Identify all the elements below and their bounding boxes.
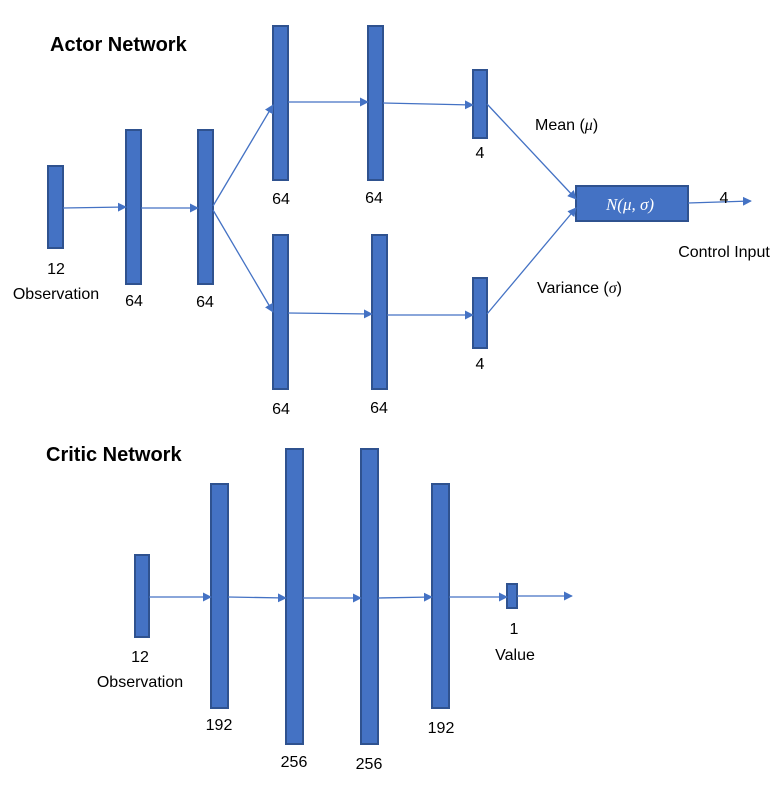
actor-network-title: Actor Network (50, 34, 188, 56)
actor-input-layer (47, 165, 64, 249)
variance-hidden-1-size: 64 (272, 401, 290, 418)
critic-hidden-2-size: 256 (281, 754, 308, 771)
mean-output-layer (472, 69, 488, 139)
critic-hidden-3-size: 256 (356, 756, 383, 773)
critic-input-layer (134, 554, 150, 638)
actor-output-label: Control Input (678, 244, 770, 261)
distribution-box (575, 185, 689, 222)
critic-network: Critic Network 12 Observation 192 256 25… (46, 444, 573, 773)
edge-mean-to-distribution (486, 103, 577, 200)
actor-hidden-layer-1 (125, 129, 142, 285)
edge-input-to-h1 (62, 202, 127, 212)
critic-network-title: Critic Network (46, 444, 182, 466)
variance-hidden-layer-1 (272, 234, 289, 390)
distribution-label: N(μ, σ) (605, 195, 654, 214)
edge-critic-h1-to-h2 (227, 593, 287, 603)
edge-distribution-to-output (687, 196, 752, 206)
critic-output-label: Value (495, 647, 535, 664)
mean-hidden-layer-1 (272, 25, 289, 181)
critic-output-layer (506, 583, 518, 609)
edge-mean-h2-to-out (382, 100, 474, 110)
critic-output-size: 1 (510, 621, 519, 638)
edge-variance-h1-to-h2 (287, 309, 373, 319)
critic-hidden-layer-1 (210, 483, 229, 709)
critic-hidden-4-size: 192 (428, 720, 455, 737)
edge-variance-to-distribution (486, 207, 577, 315)
critic-hidden-1-size: 192 (206, 717, 233, 734)
mean-output-size: 4 (476, 145, 485, 162)
critic-hidden-layer-3 (360, 448, 379, 745)
critic-input-size: 12 (131, 649, 149, 666)
actor-input-size: 12 (47, 261, 65, 278)
actor-output-size: 4 (720, 190, 729, 207)
variance-output-size: 4 (476, 356, 485, 373)
actor-network: Actor Network 12 Observation 64 64 64 64… (13, 25, 770, 418)
variance-hidden-2-size: 64 (370, 400, 388, 417)
edge-h2-to-variance-h1 (212, 209, 274, 313)
mean-hidden-1-size: 64 (272, 191, 290, 208)
critic-hidden-layer-2 (285, 448, 304, 745)
actor-hidden-2-size: 64 (196, 294, 214, 311)
actor-hidden-1-size: 64 (125, 293, 143, 310)
variance-label: Variance (σ) (537, 280, 622, 297)
mean-label: Mean (μ) (535, 117, 598, 134)
actor-hidden-layer-2 (197, 129, 214, 285)
mean-hidden-layer-2 (367, 25, 384, 181)
actor-input-label: Observation (13, 286, 99, 303)
critic-hidden-layer-4 (431, 483, 450, 709)
variance-output-layer (472, 277, 488, 349)
edge-h2-to-mean-h1 (212, 104, 274, 207)
critic-input-label: Observation (97, 674, 183, 691)
edge-critic-h3-to-h4 (377, 592, 433, 602)
mean-hidden-2-size: 64 (365, 190, 383, 207)
variance-hidden-layer-2 (371, 234, 388, 390)
